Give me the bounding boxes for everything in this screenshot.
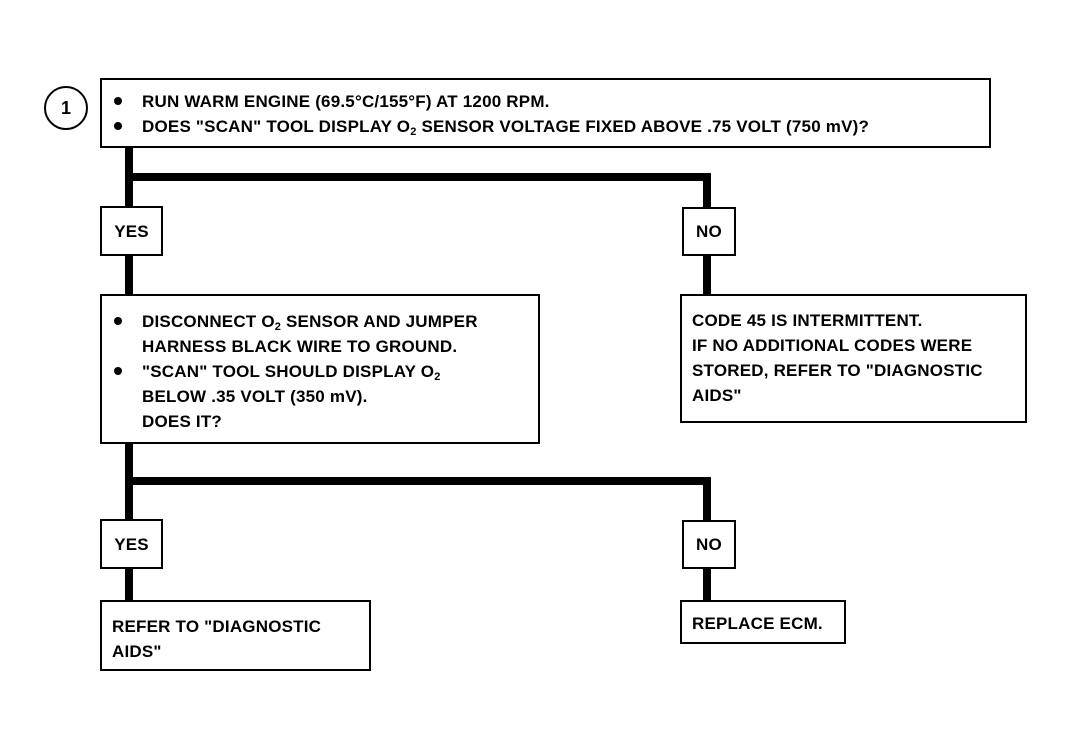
no-branch1-line2: IF NO ADDITIONAL CODES WERE	[692, 336, 973, 355]
step-number-circle: 1	[44, 86, 88, 130]
yes-result-line1: REFER TO "DIAGNOSTIC	[112, 617, 322, 636]
yes-result-line2: AIDS"	[112, 642, 162, 661]
no-result-box: REPLACE ECM.	[680, 600, 846, 644]
bullet-icon	[114, 122, 122, 130]
yes-label-1: YES	[100, 206, 163, 256]
step2-b2-line1-sub: 2	[434, 371, 441, 383]
connector-yes1-down	[125, 254, 133, 296]
step2-b1-line1-post: SENSOR AND JUMPER	[281, 312, 478, 331]
connector-no1-down	[703, 254, 711, 296]
bullet-icon	[114, 317, 122, 325]
step2-b2-line2: BELOW .35 VOLT (350 mV).	[142, 387, 368, 406]
bullet-icon	[114, 97, 122, 105]
step-number: 1	[60, 97, 71, 118]
yes-result-box: REFER TO "DIAGNOSTIC AIDS"	[100, 600, 371, 671]
step2-b1-line1-pre: DISCONNECT O	[142, 312, 275, 331]
step1-line2-pre: DOES "SCAN" TOOL DISPLAY O	[142, 117, 411, 136]
step2-b2-line3: DOES IT?	[142, 412, 222, 431]
bullet-icon	[114, 367, 122, 375]
connector-branch2-no-down	[703, 477, 711, 521]
step1-line1: RUN WARM ENGINE (69.5°C/155°F) AT 1200 R…	[142, 92, 550, 111]
step2-b1-line2: HARNESS BLACK WIRE TO GROUND.	[142, 337, 458, 356]
no-branch1-line3: STORED, REFER TO "DIAGNOSTIC	[692, 361, 983, 380]
connector-branch1-no-down	[703, 173, 711, 209]
no-branch1-line4: AIDS"	[692, 386, 742, 405]
no-label-2-text: NO	[696, 535, 722, 554]
yes-label-1-text: YES	[114, 221, 149, 241]
step1-line2-post: SENSOR VOLTAGE FIXED ABOVE .75 VOLT (750…	[416, 117, 870, 136]
no-label-2: NO	[682, 520, 736, 569]
no-label-1-text: NO	[696, 222, 722, 241]
step1-bullet-1: RUN WARM ENGINE (69.5°C/155°F) AT 1200 R…	[102, 89, 989, 114]
connector-branch2-horizontal	[125, 477, 711, 485]
step2-bullet-1: DISCONNECT O2 SENSOR AND JUMPER HARNESS …	[102, 309, 538, 359]
step1-box: RUN WARM ENGINE (69.5°C/155°F) AT 1200 R…	[100, 78, 991, 148]
step1-line2-sub: 2	[410, 126, 417, 138]
step1-bullet-2: DOES "SCAN" TOOL DISPLAY O2 SENSOR VOLTA…	[102, 114, 989, 139]
yes-label-2: YES	[100, 519, 163, 569]
connector-no2-down	[703, 568, 711, 602]
no-label-1: NO	[682, 207, 736, 256]
step2-bullet-2: "SCAN" TOOL SHOULD DISPLAY O2 BELOW .35 …	[102, 359, 538, 434]
no-branch1-line1: CODE 45 IS INTERMITTENT.	[692, 311, 923, 330]
step2-b1-line1-sub: 2	[274, 321, 282, 333]
step2-b2-line1-pre: "SCAN" TOOL SHOULD DISPLAY O	[142, 362, 435, 381]
yes-label-2-text: YES	[114, 534, 149, 554]
no-result-line1: REPLACE ECM.	[692, 614, 823, 633]
no-branch1-result-box: CODE 45 IS INTERMITTENT. IF NO ADDITIONA…	[680, 294, 1027, 423]
connector-branch1-horizontal	[125, 173, 711, 181]
step2-box: DISCONNECT O2 SENSOR AND JUMPER HARNESS …	[100, 294, 540, 444]
connector-yes2-down	[125, 568, 133, 602]
